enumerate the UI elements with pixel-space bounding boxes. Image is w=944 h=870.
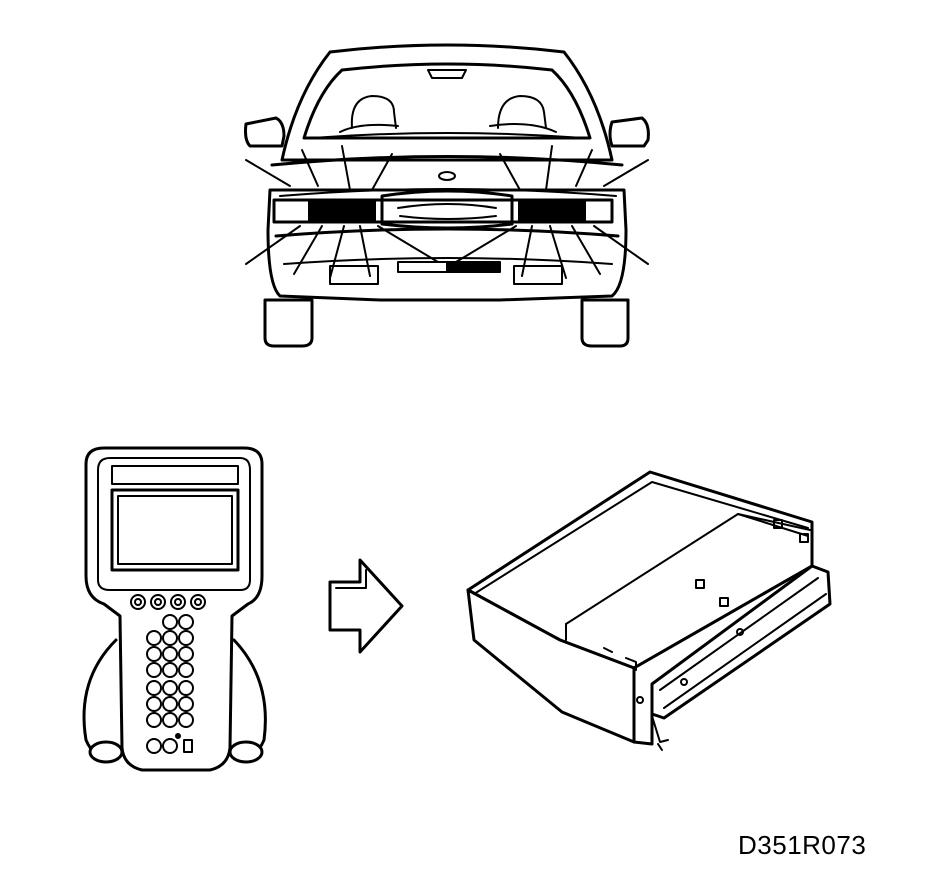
diagnostic-tester-icon (82, 446, 267, 772)
control-module-icon (466, 470, 832, 751)
car-front-icon (244, 43, 650, 348)
arrow-right-icon (328, 558, 404, 654)
figure-code: D351R073 (738, 830, 867, 860)
